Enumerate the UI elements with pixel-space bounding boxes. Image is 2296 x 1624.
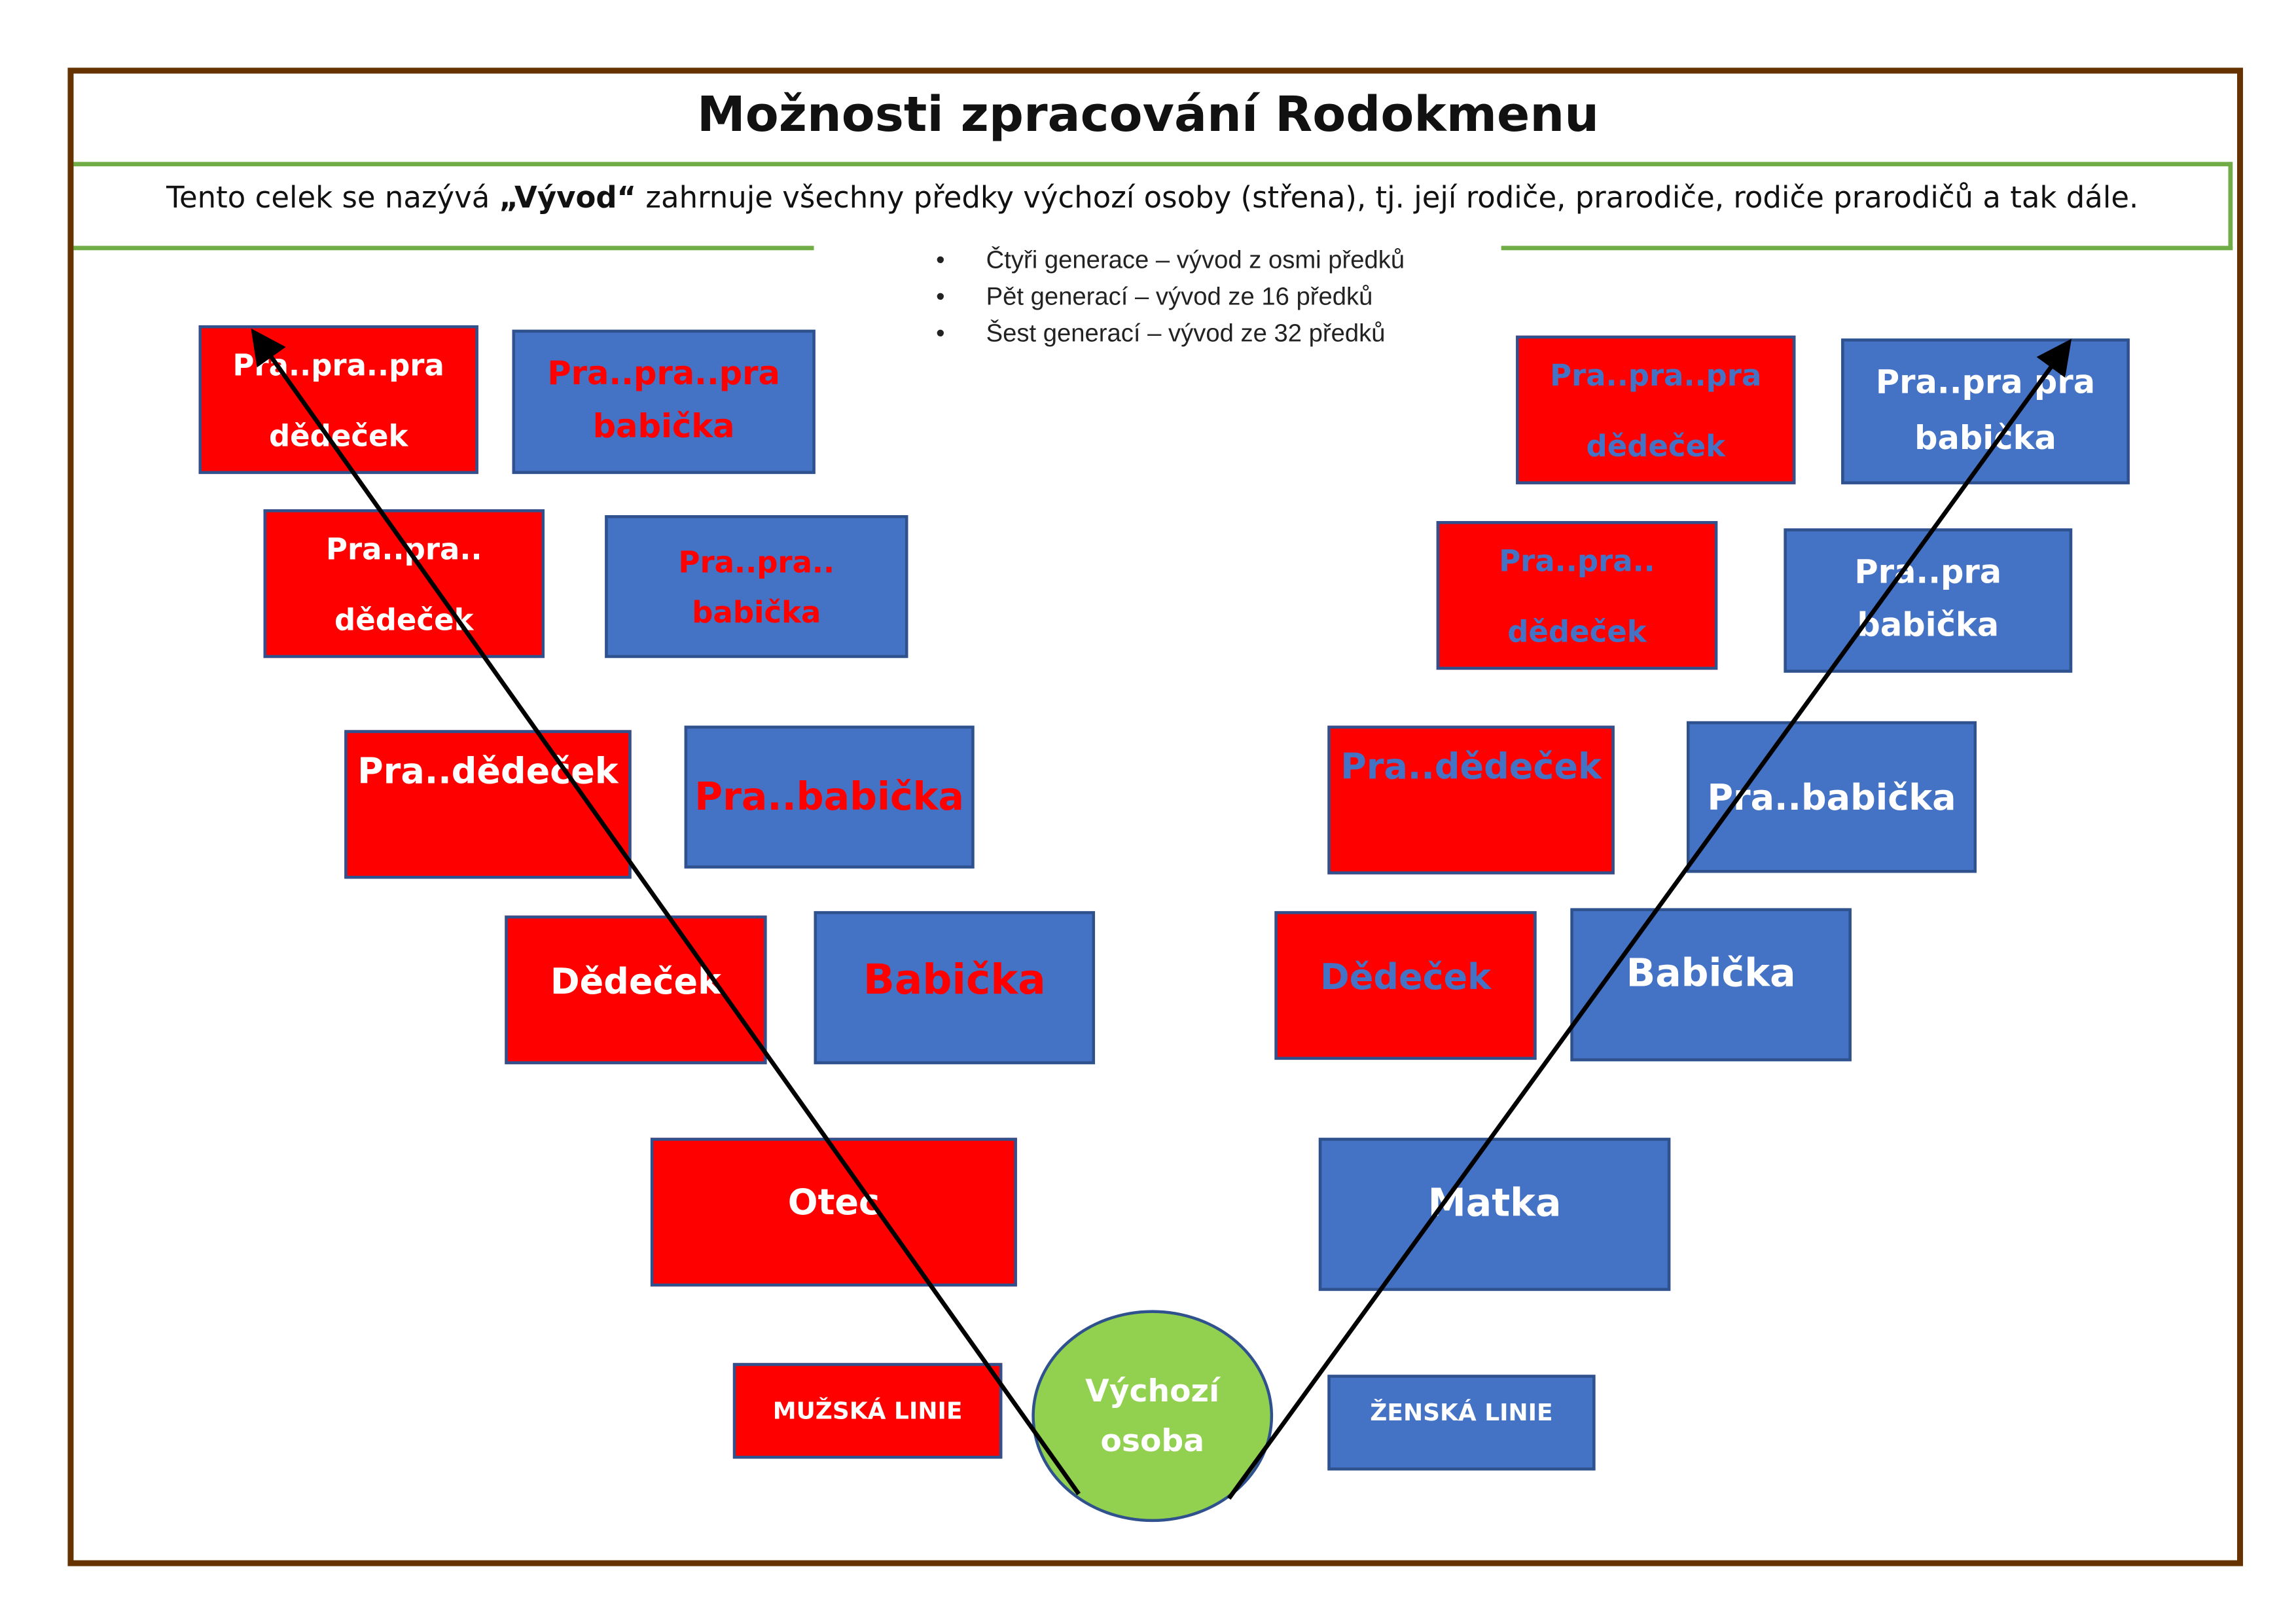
left-g4-grandfather-box: Pra..pra..dědeček	[263, 509, 545, 659]
left-g3-grandmother-box: Pra..babička	[684, 725, 975, 869]
box-label: Pra..pra	[1854, 554, 2002, 592]
box-label: Pra..pra..pra	[547, 356, 780, 393]
box-label: dědeček	[1507, 613, 1647, 649]
intro-right-border	[2228, 162, 2233, 249]
female-line-arrow	[1227, 338, 2072, 1500]
box-label: Babička	[1626, 952, 1796, 997]
generation-list: Čtyři generace – vývod z osmi předků Pět…	[936, 242, 1405, 352]
box-label: babička	[592, 409, 735, 446]
list-item: Pět generací – vývod ze 16 předků	[936, 278, 1405, 315]
box-label: babička	[1857, 607, 2000, 645]
right-grandmother-box: Babička	[1570, 908, 1852, 1062]
box-label: Babička	[863, 954, 1046, 1003]
mother-box: Matka	[1318, 1138, 1671, 1291]
box-label: Dědeček	[1319, 956, 1492, 998]
box-label: Pra..pra..	[1499, 542, 1655, 578]
intro-bottom-border-left	[73, 245, 814, 251]
female-line-label-box: ŽENSKÁ LINIE	[1327, 1375, 1596, 1471]
root-label: osoba	[1100, 1423, 1205, 1459]
box-label: Pra..pra..	[325, 530, 482, 566]
box-label: MUŽSKÁ LINIE	[772, 1397, 963, 1425]
male-line-arrow	[251, 328, 1081, 1496]
right-grandfather-box: Dědeček	[1274, 911, 1537, 1060]
intro-before: Tento celek se nazývá	[166, 179, 499, 215]
box-label: babička	[1914, 420, 2056, 458]
root-label: Výchozí	[1085, 1373, 1220, 1409]
box-label: Pra..pra..	[678, 543, 835, 579]
list-item: Šest generací – vývod ze 32 předků	[936, 315, 1405, 352]
right-g5-grandfather-box: Pra..pra..pra dědeček	[1516, 335, 1796, 484]
list-item: Čtyři generace – vývod z osmi předků	[936, 242, 1405, 278]
box-label: Pra..babička	[694, 774, 965, 820]
father-box: Otec	[650, 1138, 1017, 1287]
right-g3-grandmother-box: Pra..babička	[1687, 721, 1977, 873]
intro-after: zahrnuje všechny předky výchozí osoby (s…	[636, 179, 2139, 215]
box-label: dědeček	[1586, 427, 1726, 463]
intro-text: Tento celek se nazývá „Vývod“ zahrnuje v…	[73, 179, 2231, 215]
page-title: Možnosti zpracování Rodokmenu	[696, 85, 1600, 143]
right-g4-grandfather-box: Pra..pra.. dědeček	[1436, 521, 1718, 670]
intro-top-border	[73, 162, 2232, 167]
box-label: Matka	[1427, 1182, 1562, 1227]
right-g4-grandmother-box: Pra..pra babička	[1784, 528, 2073, 673]
box-label: ŽENSKÁ LINIE	[1370, 1398, 1553, 1426]
left-grandmother-box: Babička	[814, 911, 1096, 1064]
intro-term: „Vývod“	[499, 179, 637, 215]
box-label: Pra..pra..pra	[1550, 357, 1762, 393]
right-g3-grandfather-box: Pra..dědeček	[1327, 725, 1615, 875]
intro-bottom-border-right	[1501, 245, 2233, 251]
left-g4-grandmother-box: Pra..pra.. babička	[605, 515, 908, 659]
male-line-label-box: MUŽSKÁ LINIE	[732, 1363, 1003, 1459]
left-g5-grandmother-box: Pra..pra..pra babička	[512, 329, 816, 475]
box-label: dědeček	[268, 417, 408, 453]
box-label: Otec	[787, 1181, 880, 1223]
box-label: babička	[692, 594, 821, 630]
box-label: Dědeček	[550, 960, 722, 1002]
box-label: Pra..dědeček	[1340, 746, 1602, 788]
page-frame	[67, 67, 2244, 1566]
